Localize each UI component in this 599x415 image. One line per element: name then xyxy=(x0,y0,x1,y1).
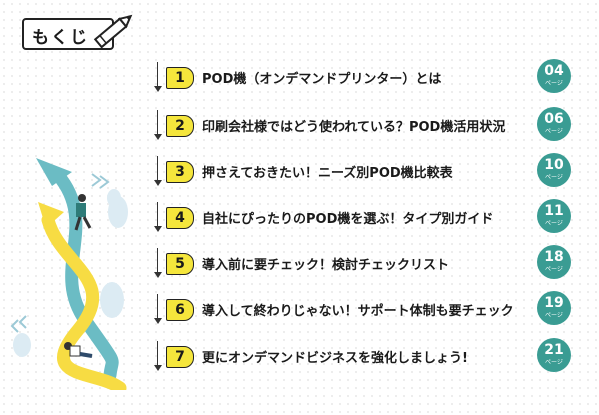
toc-item-4[interactable]: 4 自社にぴったりのPOD機を選ぶ！タイプ別ガイド xyxy=(154,202,575,234)
item-number-badge: 1 xyxy=(166,67,194,89)
toc-item-7[interactable]: 7 更にオンデマンドビジネスを強化しましょう! xyxy=(154,341,575,373)
page-number: 19 xyxy=(544,295,564,311)
item-number-badge: 4 xyxy=(166,207,194,229)
page-unit: ページ xyxy=(545,174,563,181)
toc-item-text[interactable]: 導入して終わりじゃない！サポート体制も要チェック xyxy=(202,304,514,319)
page-number: 21 xyxy=(544,342,564,358)
page-unit: ページ xyxy=(545,312,563,319)
page-badge-4[interactable]: 11 ページ xyxy=(537,199,571,233)
page-number: 06 xyxy=(544,111,564,127)
toc-item-text[interactable]: 自社にぴったりのPOD機を選ぶ！タイプ別ガイド xyxy=(202,212,494,227)
item-number-badge: 5 xyxy=(166,253,194,275)
twisting-arrows-illustration xyxy=(10,158,128,390)
item-number-badge: 2 xyxy=(166,115,194,137)
page-badge-6[interactable]: 19 ページ xyxy=(537,291,571,325)
page-number: 10 xyxy=(544,157,564,173)
toc-item-text[interactable]: 印刷会社様ではどう使われている？POD機活用状況 xyxy=(202,120,506,135)
page-number: 04 xyxy=(544,63,564,79)
item-number-badge: 6 xyxy=(166,299,194,321)
toc-item-6[interactable]: 6 導入して終わりじゃない！サポート体制も要チェック xyxy=(154,294,575,326)
down-arrow-icon xyxy=(157,341,158,367)
down-arrow-icon xyxy=(157,156,158,182)
toc-item-1[interactable]: 1 POD機（オンデマンドプリンター）とは xyxy=(154,62,575,94)
page-unit: ページ xyxy=(545,359,563,366)
down-arrow-icon xyxy=(157,110,158,136)
page-unit: ページ xyxy=(545,128,563,135)
toc-item-text[interactable]: 更にオンデマンドビジネスを強化しましょう! xyxy=(202,351,468,366)
page-unit: ページ xyxy=(545,220,563,227)
down-arrow-icon xyxy=(157,202,158,228)
item-number-badge: 7 xyxy=(166,346,194,368)
page-badge-3[interactable]: 10 ページ xyxy=(537,153,571,187)
toc-item-5[interactable]: 5 導入前に要チェック！検討チェックリスト xyxy=(154,248,575,280)
down-arrow-icon xyxy=(157,62,158,88)
toc-item-2[interactable]: 2 印刷会社様ではどう使われている？POD機活用状況 xyxy=(154,110,575,142)
page-badge-2[interactable]: 06 ページ xyxy=(537,107,571,141)
page-unit: ページ xyxy=(545,80,563,87)
page-number: 11 xyxy=(544,203,564,219)
toc-title: もくじ xyxy=(32,28,89,48)
page-unit: ページ xyxy=(545,266,563,273)
item-number-badge: 3 xyxy=(166,161,194,183)
toc-item-text[interactable]: POD機（オンデマンドプリンター）とは xyxy=(202,72,442,87)
down-arrow-icon xyxy=(157,248,158,274)
page-badge-1[interactable]: 04 ページ xyxy=(537,59,571,93)
page-badge-7[interactable]: 21 ページ xyxy=(537,338,571,372)
toc-item-text[interactable]: 導入前に要チェック！検討チェックリスト xyxy=(202,258,450,273)
page-badge-5[interactable]: 18 ページ xyxy=(537,245,571,279)
down-arrow-icon xyxy=(157,294,158,320)
pencil-icon xyxy=(93,14,133,49)
page-number: 18 xyxy=(544,249,564,265)
toc-item-3[interactable]: 3 押さえておきたい！ニーズ別POD機比較表 xyxy=(154,156,575,188)
toc-title-box: もくじ xyxy=(22,18,114,50)
toc-item-text[interactable]: 押さえておきたい！ニーズ別POD機比較表 xyxy=(202,166,453,181)
